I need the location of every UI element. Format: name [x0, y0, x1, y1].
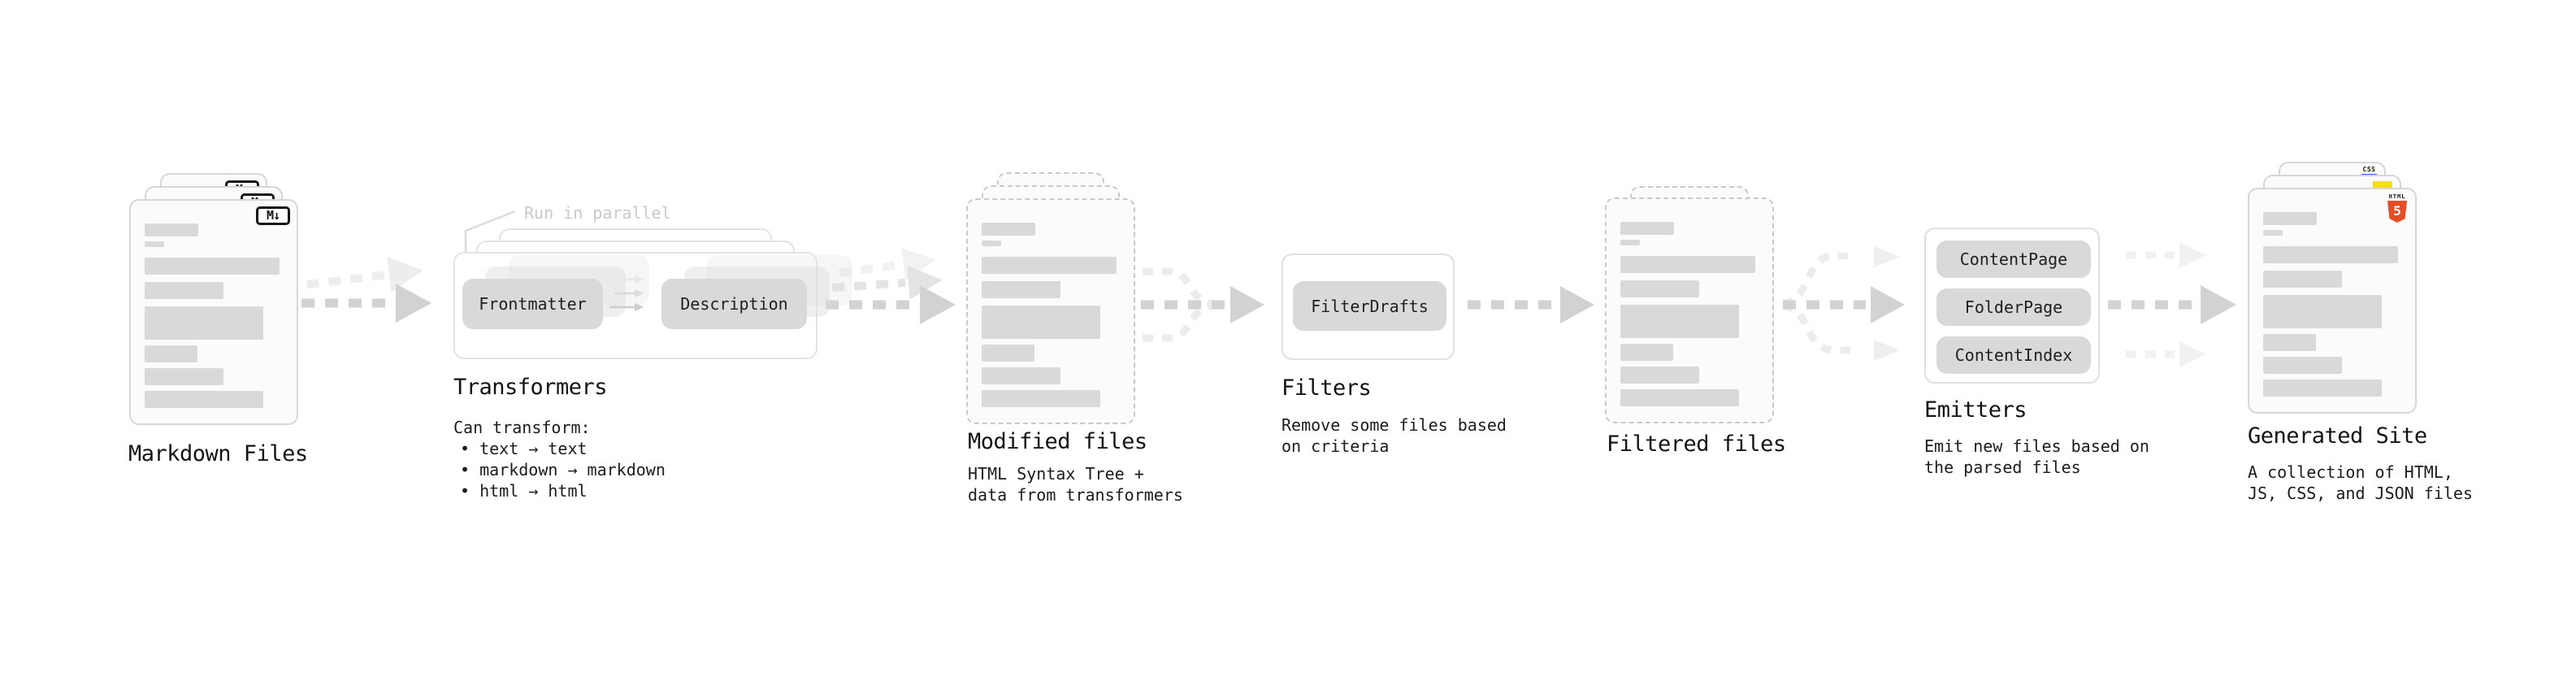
- emitters-desc-line: the parsed files: [1924, 458, 2081, 477]
- text-line-placeholder: [2263, 380, 2382, 397]
- flow-arrow-split-to-emitters: [1782, 246, 1905, 361]
- filtered-file-card-front: [1605, 197, 1774, 423]
- html5-shield: 5: [2387, 201, 2407, 223]
- flow-arrow-merge-to-filters: [1141, 267, 1264, 342]
- run-in-parallel-note: Run in parallel: [524, 203, 671, 223]
- text-line-placeholder: [145, 345, 197, 362]
- text-line-placeholder: [145, 223, 198, 236]
- generated-site-stack: CSS HTML 5: [2248, 162, 2417, 415]
- transformers-desc-heading: Can transform:: [453, 418, 591, 437]
- modified-files-title: Modified files: [968, 429, 1147, 454]
- generated-site-title: Generated Site: [2248, 423, 2427, 449]
- generated-site-desc-line: JS, CSS, and JSON files: [2248, 484, 2473, 503]
- markdown-files-stack: M↓ M↓ M↓: [129, 173, 298, 427]
- text-line-placeholder: [2263, 271, 2342, 288]
- filters-desc-line: Remove some files based: [1281, 415, 1507, 435]
- filters-title: Filters: [1281, 375, 1372, 401]
- text-line-placeholder: [982, 367, 1060, 384]
- contentpage-chip: ContentPage: [1936, 241, 2091, 278]
- contentindex-chip: ContentIndex: [1936, 336, 2091, 374]
- transformers-bullet: • markdown → markdown: [460, 460, 666, 479]
- text-line-placeholder: [145, 258, 280, 275]
- text-line-placeholder: [982, 257, 1117, 274]
- filters-box: FilterDrafts: [1281, 254, 1455, 360]
- modified-files-stack: [966, 172, 1135, 426]
- transformers-bullet: • html → html: [460, 481, 588, 501]
- text-line-placeholder: [1620, 256, 1755, 273]
- text-line-placeholder: [145, 306, 263, 340]
- generated-site-desc-line: A collection of HTML,: [2248, 462, 2453, 482]
- js-icon: [2373, 181, 2392, 189]
- filters-desc-line: on criteria: [1281, 436, 1390, 456]
- filterdrafts-chip: FilterDrafts: [1293, 281, 1446, 331]
- frontmatter-chip: Frontmatter: [462, 279, 603, 329]
- text-line-placeholder: [1620, 222, 1674, 235]
- filtered-files-title: Filtered files: [1607, 432, 1786, 457]
- text-line-placeholder: [2263, 246, 2398, 263]
- text-line-placeholder: [982, 241, 1001, 246]
- flow-arrow-markdown-to-transformers: [301, 256, 432, 323]
- text-line-placeholder: [2263, 357, 2342, 374]
- text-line-placeholder: [2263, 230, 2283, 236]
- text-line-placeholder: [1620, 344, 1673, 361]
- modified-files-desc-line: data from transformers: [968, 485, 1183, 505]
- html5-icon: HTML 5: [2387, 193, 2408, 223]
- modified-file-card-front: [966, 198, 1135, 424]
- emitters-desc-line: Emit new files based on: [1924, 436, 2149, 456]
- text-line-placeholder: [145, 282, 223, 299]
- filtered-files-stack: [1605, 186, 1774, 440]
- text-line-placeholder: [145, 241, 164, 247]
- folderpage-chip: FolderPage: [1936, 288, 2091, 326]
- text-line-placeholder: [145, 368, 223, 385]
- markdown-files-title: Markdown Files: [128, 441, 308, 466]
- text-line-placeholder: [1620, 389, 1739, 406]
- markdown-icon: M↓: [256, 206, 290, 225]
- text-line-placeholder: [2263, 212, 2317, 225]
- text-line-placeholder: [982, 281, 1060, 298]
- emitters-box: ContentPage FolderPage ContentIndex: [1924, 228, 2100, 384]
- description-chip: Description: [661, 279, 807, 329]
- transformers-title: Transformers: [453, 375, 608, 400]
- modified-files-desc-line: HTML Syntax Tree +: [968, 464, 1144, 484]
- text-line-placeholder: [145, 391, 263, 408]
- transformers-stack: Frontmatter Description: [453, 228, 852, 359]
- flow-arrow-filters-to-filtered: [1468, 286, 1594, 323]
- text-line-placeholder: [982, 345, 1034, 362]
- html-file-card: HTML 5: [2248, 188, 2417, 414]
- markdown-file-card-front: M↓: [129, 199, 298, 425]
- flow-arrow-transformers-to-modified: [826, 248, 956, 324]
- text-line-placeholder: [1620, 305, 1739, 338]
- text-line-placeholder: [1620, 240, 1640, 245]
- text-line-placeholder: [2263, 334, 2316, 351]
- text-line-placeholder: [1620, 367, 1699, 384]
- transformers-bullet: • text → text: [460, 439, 588, 458]
- text-line-placeholder: [982, 390, 1100, 407]
- flow-arrows-emitters-to-generated: [2108, 242, 2236, 367]
- emitters-title: Emitters: [1924, 397, 2027, 423]
- text-line-placeholder: [2263, 295, 2382, 328]
- text-line-placeholder: [982, 306, 1100, 339]
- text-line-placeholder: [982, 223, 1035, 236]
- text-line-placeholder: [1620, 280, 1699, 297]
- parallel-transform-arrows: [609, 275, 644, 311]
- note-connector-line: [464, 210, 516, 254]
